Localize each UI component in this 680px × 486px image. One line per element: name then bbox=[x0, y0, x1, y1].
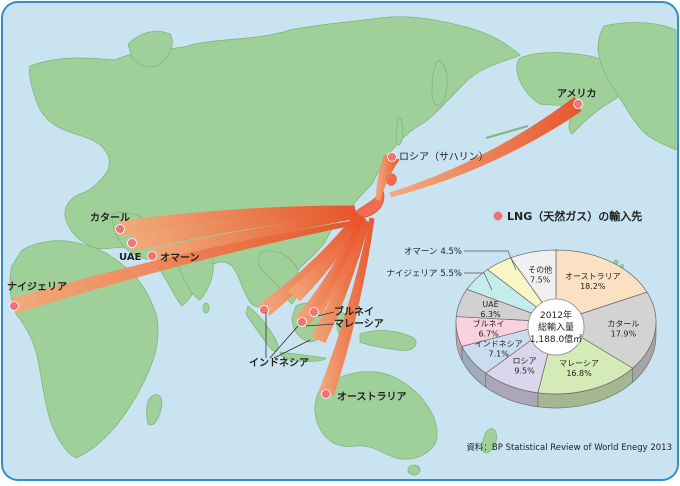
marker-brunei bbox=[309, 307, 319, 317]
north-america bbox=[597, 22, 677, 151]
label-brunei: ブルネイ bbox=[334, 305, 374, 318]
sakhalin bbox=[395, 117, 404, 146]
pie-slice-0 bbox=[555, 249, 648, 323]
label-qatar: カタール bbox=[90, 212, 130, 224]
pie-leader-lines bbox=[464, 250, 517, 291]
label-indonesia: インドネシア bbox=[249, 357, 309, 369]
tasmania bbox=[407, 464, 421, 476]
pie-center-title: 総輸入量 bbox=[538, 321, 574, 333]
route-nigeria bbox=[12, 219, 359, 314]
route-russia bbox=[375, 154, 400, 201]
label-oman: オマーン bbox=[160, 252, 200, 264]
marker-nigeria bbox=[9, 301, 19, 311]
marker-malaysia bbox=[297, 317, 307, 327]
sri-lanka bbox=[202, 302, 210, 314]
route-indonesia-b bbox=[287, 218, 362, 302]
aleutians bbox=[485, 125, 529, 139]
new-zealand bbox=[481, 428, 497, 454]
australia bbox=[314, 371, 438, 460]
marker-uae bbox=[127, 238, 137, 248]
origin-markers bbox=[9, 99, 583, 399]
label-malaysia: マレーシア bbox=[334, 318, 384, 330]
marker-australia bbox=[321, 389, 331, 399]
marker-usa bbox=[573, 99, 583, 109]
pie-slice-1 bbox=[555, 291, 657, 369]
legend-label: LNG（天然ガス）の輸入先 bbox=[507, 209, 642, 223]
label-russia: ロシア（サハリン） bbox=[399, 151, 489, 163]
indonesia-leader-lines bbox=[265, 311, 335, 359]
route-usa bbox=[388, 96, 582, 198]
import-routes bbox=[12, 96, 582, 397]
madagascar bbox=[146, 394, 163, 426]
route-australia bbox=[318, 217, 375, 397]
pie-center-year: 2012年 bbox=[540, 309, 572, 321]
label-nigeria: ナイジェリア bbox=[7, 281, 67, 293]
marker-qatar bbox=[115, 224, 125, 234]
marker-indonesia bbox=[259, 305, 269, 315]
scandinavia bbox=[127, 30, 173, 68]
legend-marker-icon bbox=[493, 211, 503, 221]
source-note: 資料：BP Statistical Review of World Enegy … bbox=[466, 442, 672, 453]
route-qatar bbox=[119, 205, 356, 237]
label-australia: オーストラリア bbox=[337, 391, 407, 403]
route-uae bbox=[130, 209, 357, 251]
route-indonesia-c bbox=[310, 220, 370, 344]
label-uae: UAE bbox=[119, 252, 142, 263]
kamchatka bbox=[431, 59, 448, 106]
route-indonesia bbox=[258, 212, 360, 316]
pie-center-total: 1,188.0億㎥ bbox=[530, 333, 582, 345]
marker-legend: LNG（天然ガス）の輸入先 bbox=[493, 209, 642, 223]
java bbox=[279, 351, 327, 362]
marker-russia bbox=[387, 152, 397, 162]
pie-center-disc bbox=[527, 298, 585, 356]
label-usa: アメリカ bbox=[557, 88, 597, 100]
marker-oman bbox=[147, 251, 157, 261]
pie-center: 2012年 総輸入量 1,188.0億㎥ bbox=[527, 298, 585, 356]
new-guinea bbox=[359, 330, 417, 351]
